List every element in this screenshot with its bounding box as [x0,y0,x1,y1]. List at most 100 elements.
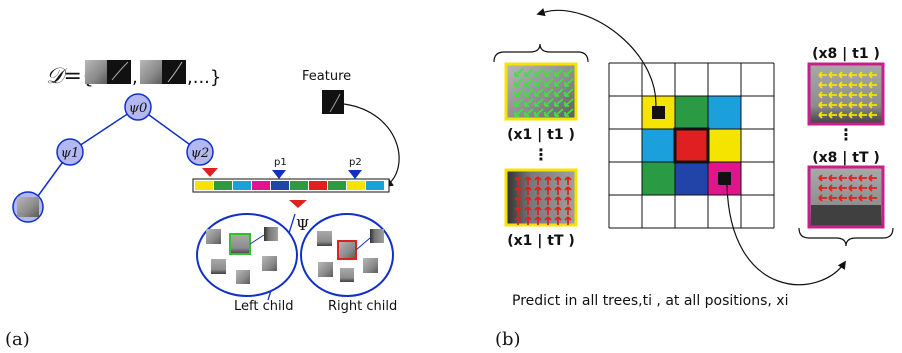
left-child-label: Left child [234,299,293,314]
vote-arrow [534,176,542,185]
vote-arrow [838,71,847,79]
vote-arrow [848,111,857,119]
vote-arrow [554,88,564,97]
vote-arrow [858,174,867,182]
vote-arrow [514,196,522,205]
grid-cell-colored [642,129,675,162]
dataset-thumb-1 [85,60,107,84]
vote-arrow [818,111,827,119]
dataset-thumb-4 [162,60,186,84]
position-grid [608,62,775,229]
right-node-label: ψ2 [191,146,209,161]
position-marker-x1 [652,106,665,119]
vote-arrow [514,88,524,97]
vote-arrow [554,206,562,215]
vote-arrow [534,196,542,205]
grid-center-highlight [673,127,710,164]
vote-arrow [544,196,552,205]
feature-bar-cell [366,181,384,190]
vote-arrow [514,176,522,185]
vote-arrow [514,216,522,225]
vote-arrow [564,206,572,215]
vote-arrow [564,88,574,97]
vote-arrow [858,71,867,79]
vote-arrow [514,68,524,77]
right-top-arrows [818,71,877,119]
vote-arrow [858,194,867,202]
vote-arrow [828,111,837,119]
vote-arrow [828,194,837,202]
vote-arrow [818,194,827,202]
feature-bar-cells [195,181,384,190]
right-bottom-arrows [818,174,877,202]
vote-arrow [524,176,532,185]
vote-arrow [858,184,867,192]
vote-arrow [858,111,867,119]
vote-arrow [868,174,877,182]
feature-label: Feature [302,69,351,84]
right-bottom-caption: (x8 | tT ) [812,150,880,166]
vote-arrow [858,101,867,109]
right-child-label: Right child [328,299,397,314]
vote-arrow [818,174,827,182]
feature-arrow [343,103,400,187]
root-node [124,93,152,121]
vote-arrow [868,111,877,119]
vote-arrow [524,68,534,77]
top-curved-arrow [536,8,657,116]
vote-arrow [818,101,827,109]
vote-arrow [524,186,532,195]
vote-arrow [524,98,534,107]
vote-arrow [554,216,562,225]
feature-bar-cell [233,181,251,190]
vote-arrow [818,184,827,192]
vote-arrow [838,81,847,89]
feature-bar-cell [195,181,213,190]
vote-arrow [544,88,554,97]
panel-a: 𝒟={ , ,...} ψ0 ψ1 ψ2 Feature [5,60,400,350]
root-node-label: ψ0 [129,101,147,116]
vote-arrow [524,88,534,97]
vote-arrow [838,174,847,182]
vote-arrow [534,186,542,195]
vote-arrow [868,101,877,109]
vote-arrow [838,91,847,99]
bottom-caption: Predict in all trees,ti , at all positio… [512,293,788,309]
feature-bar-cell [328,181,346,190]
feature-bar-cell [214,181,232,190]
dataset-separator: , [132,67,138,88]
vote-arrow [514,78,524,87]
vote-arrow [524,78,534,87]
dataset-thumbnails [85,60,186,84]
vote-arrow [868,194,877,202]
center-red-marker [289,200,307,208]
vote-arrow [544,108,554,117]
left-bottom-caption: (x1 | tT ) [507,233,575,249]
vote-arrow [544,186,552,195]
vote-arrow [564,186,572,195]
feature-bar-cell [309,181,327,190]
vote-arrow [868,71,877,79]
vote-arrow [828,91,837,99]
vote-arrow [564,196,572,205]
vote-arrow [564,78,574,87]
vote-arrow [848,71,857,79]
vote-arrow [554,78,564,87]
vote-arrow [554,186,562,195]
panel-a-label: (a) [5,329,30,350]
left-child-patches [206,227,278,284]
grid-cell-colored [708,129,741,162]
vote-arrow [818,81,827,89]
vote-arrow [534,88,544,97]
dataset-suffix: ,...} [187,67,221,88]
vote-arrow [514,108,524,117]
vote-arrow [858,81,867,89]
vote-arrow [524,206,532,215]
vote-arrow [838,184,847,192]
left-bottom-arrows [514,176,572,225]
vote-arrow [848,101,857,109]
p1-label: p1 [274,157,287,168]
p2-marker [348,170,362,179]
left-top-caption: (x1 | t1 ) [507,127,575,143]
vote-arrow [534,216,542,225]
